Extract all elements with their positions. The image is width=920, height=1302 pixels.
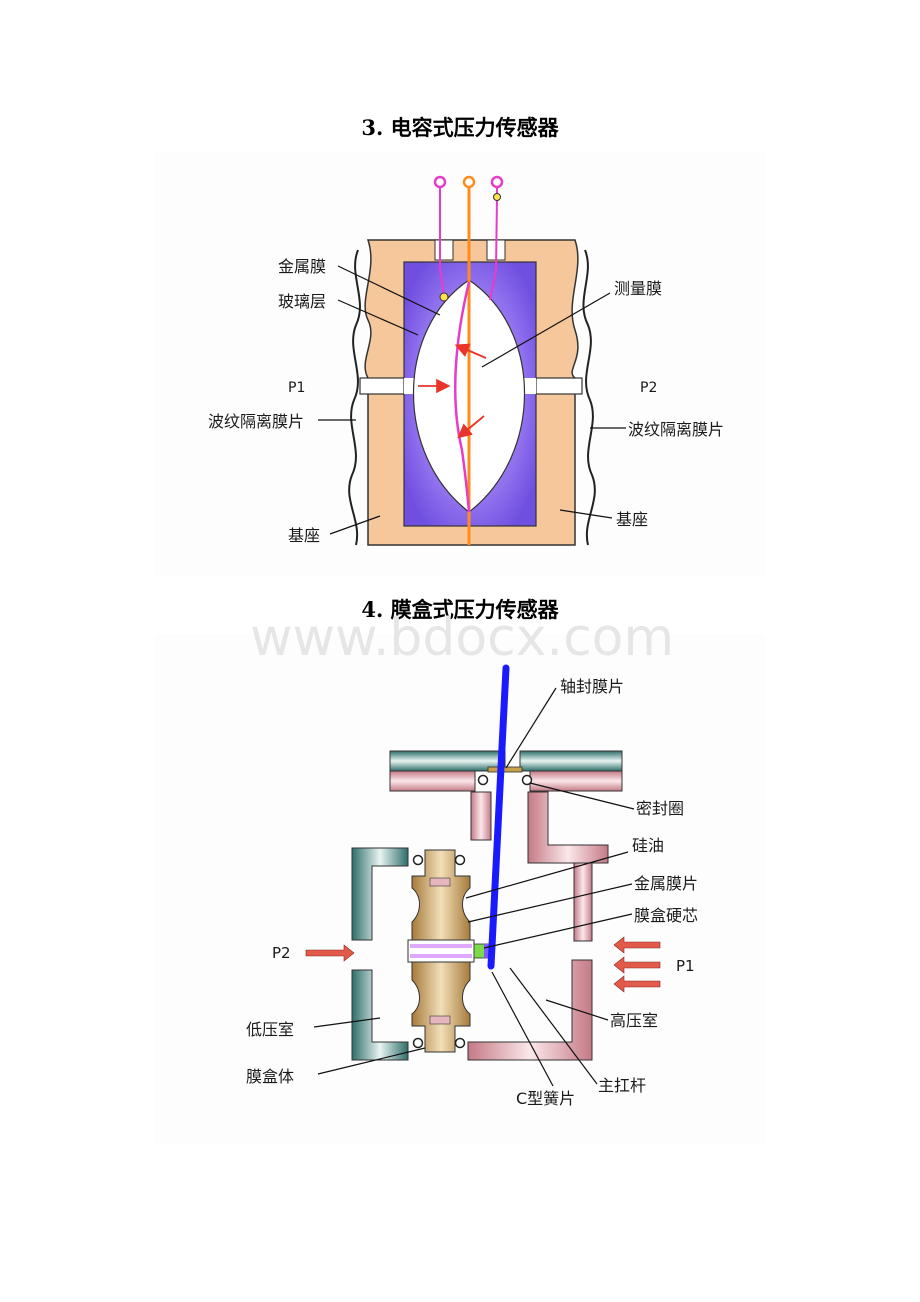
metal-diaphragm — [407, 939, 475, 963]
force-arrow-3 — [457, 415, 485, 439]
capsule-lower — [411, 961, 471, 1053]
lead-wire-left — [439, 186, 445, 297]
label-shaft-seal: 轴封膜片 — [560, 677, 624, 696]
label-p1: P1 — [676, 957, 695, 975]
electrode-terminal-center — [462, 175, 476, 189]
label-corrugated-left: 波纹隔离膜片 — [208, 412, 304, 431]
contact-dot-left — [439, 292, 449, 302]
seal-ring-left — [477, 774, 489, 786]
label-silicone-oil: 硅油 — [632, 836, 664, 855]
capsule-sensor-diagram: www.bdocx.com — [155, 608, 765, 1144]
post-right — [573, 862, 593, 942]
terminal-left-icon — [433, 175, 447, 189]
force-arrow-1 — [454, 343, 487, 359]
diagram1-title: 3. 电容式压力传感器 — [361, 115, 559, 140]
low-pressure-upper — [351, 847, 409, 941]
corrugated-diaphragm-left — [348, 249, 361, 546]
low-pressure-lower — [351, 969, 409, 1061]
label-glass-layer: 玻璃层 — [278, 292, 326, 311]
top-plate-right-teal — [519, 750, 623, 772]
label-capsule-core: 膜盒硬芯 — [634, 906, 698, 925]
capacitive-sensor-diagram: 金属膜 玻璃层 测量膜 P1 P2 波纹隔离膜片 波纹隔离膜片 基座 基座 — [155, 152, 765, 577]
label-base-right: 基座 — [616, 510, 648, 529]
arrow-p1-3 — [613, 975, 661, 993]
label-c-spring: C型簧片 — [516, 1089, 575, 1108]
contact-dot-right — [493, 193, 501, 201]
terminal-right-icon — [490, 175, 504, 189]
seal-ring-right — [521, 774, 533, 786]
pressure-arrows — [305, 936, 661, 993]
high-pressure-chamber — [467, 959, 593, 1061]
label-metal-diaphragm: 金属膜片 — [634, 874, 698, 893]
label-capsule-body: 膜盒体 — [246, 1067, 294, 1086]
label-p2: P2 — [272, 944, 291, 962]
arrow-p1-1 — [613, 936, 661, 954]
label-low-pressure: 低压室 — [246, 1020, 294, 1039]
lead-wire-right — [489, 186, 498, 301]
arrow-p2 — [305, 944, 355, 962]
label-p2: P2 — [640, 380, 657, 396]
watermark: www.bdocx.com — [250, 608, 674, 668]
diagram2-title: 4. 膜盒式压力传感器 — [361, 597, 559, 622]
label-metal-film: 金属膜 — [278, 257, 326, 276]
arrow-p1-2 — [613, 956, 661, 974]
top-plate-left-pink — [389, 770, 476, 792]
label-measure-film: 测量膜 — [614, 279, 662, 298]
label-main-lever: 主扛杆 — [598, 1076, 646, 1095]
shaft-seal-diaphragm — [487, 766, 523, 773]
corrugated-diaphragm-right — [582, 249, 596, 546]
post-left — [470, 791, 492, 841]
bracket-upper-right — [527, 791, 609, 864]
label-base-left: 基座 — [288, 526, 320, 545]
label-p1: P1 — [288, 380, 305, 396]
top-plate-right-pink — [529, 770, 623, 792]
label-seal-ring: 密封圈 — [636, 799, 684, 818]
label-high-pressure: 高压室 — [610, 1011, 658, 1030]
label-corrugated-right: 波纹隔离膜片 — [628, 420, 724, 439]
